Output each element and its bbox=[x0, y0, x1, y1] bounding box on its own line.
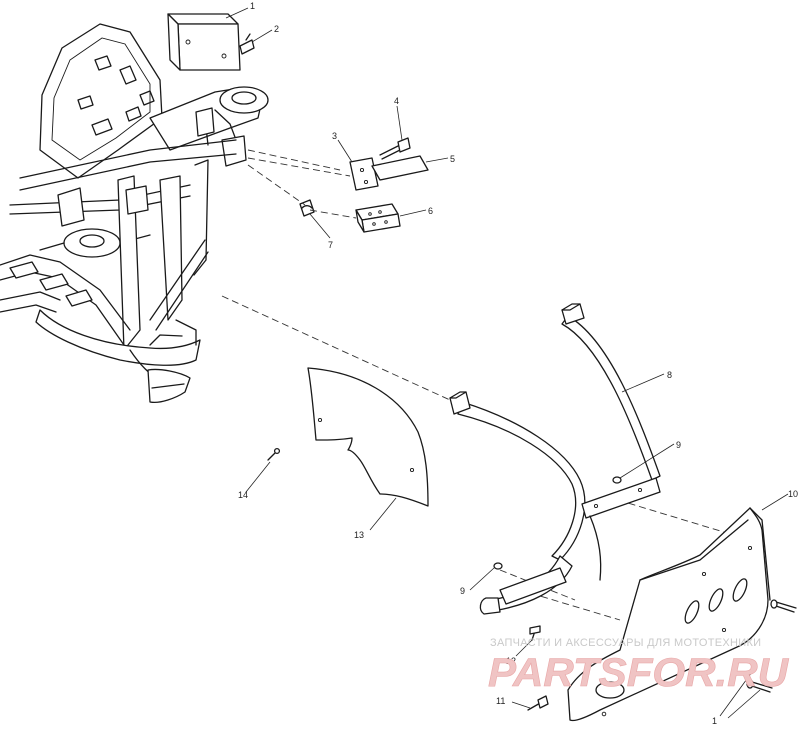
callout-3: 3 bbox=[332, 131, 337, 141]
callout-4: 4 bbox=[394, 96, 399, 106]
part-block bbox=[355, 203, 401, 233]
part-bolt bbox=[379, 137, 411, 160]
part-shield-panel bbox=[307, 367, 429, 507]
watermark: ЗАПЧАСТИ И АКСЕССУАРЫ ДЛЯ МОТОТЕХНИКИ PA… bbox=[488, 637, 790, 695]
vehicle-frame bbox=[0, 23, 269, 404]
part-bumper bbox=[449, 303, 661, 615]
assembly-lines bbox=[221, 149, 751, 621]
part-clip bbox=[239, 33, 255, 55]
part-plate bbox=[349, 157, 379, 191]
callout-2: 2 bbox=[274, 24, 279, 34]
part-skid-plate bbox=[567, 507, 771, 722]
callout-9-lower: 9 bbox=[460, 586, 465, 596]
callout-9-upper: 9 bbox=[676, 440, 681, 450]
leader-lines bbox=[225, 7, 789, 719]
callout-11: 11 bbox=[496, 696, 505, 706]
part-screw bbox=[527, 625, 549, 711]
part-washer bbox=[493, 476, 622, 570]
part-nut bbox=[299, 199, 315, 217]
callout-1-lower: 1 bbox=[712, 716, 717, 726]
callout-13: 13 bbox=[354, 530, 364, 540]
watermark-caption: ЗАПЧАСТИ И АКСЕССУАРЫ ДЛЯ МОТОТЕХНИКИ bbox=[490, 637, 761, 649]
watermark-brand: PARTSFOR.RU bbox=[488, 651, 789, 695]
callout-5: 5 bbox=[450, 154, 455, 164]
callout-10: 10 bbox=[788, 489, 798, 499]
callout-14: 14 bbox=[238, 490, 248, 500]
callout-8: 8 bbox=[667, 370, 672, 380]
part-bracket bbox=[167, 13, 241, 71]
callout-labels: 1 2 3 4 5 6 7 8 9 9 10 11 12 13 14 1 bbox=[238, 1, 798, 726]
callout-1: 1 bbox=[250, 1, 255, 11]
part-skid-bolt bbox=[746, 599, 797, 693]
part-decal bbox=[371, 155, 429, 181]
callout-7: 7 bbox=[328, 240, 333, 250]
part-pin bbox=[267, 447, 281, 461]
callout-6: 6 bbox=[428, 206, 433, 216]
callout-12: 12 bbox=[506, 656, 516, 666]
